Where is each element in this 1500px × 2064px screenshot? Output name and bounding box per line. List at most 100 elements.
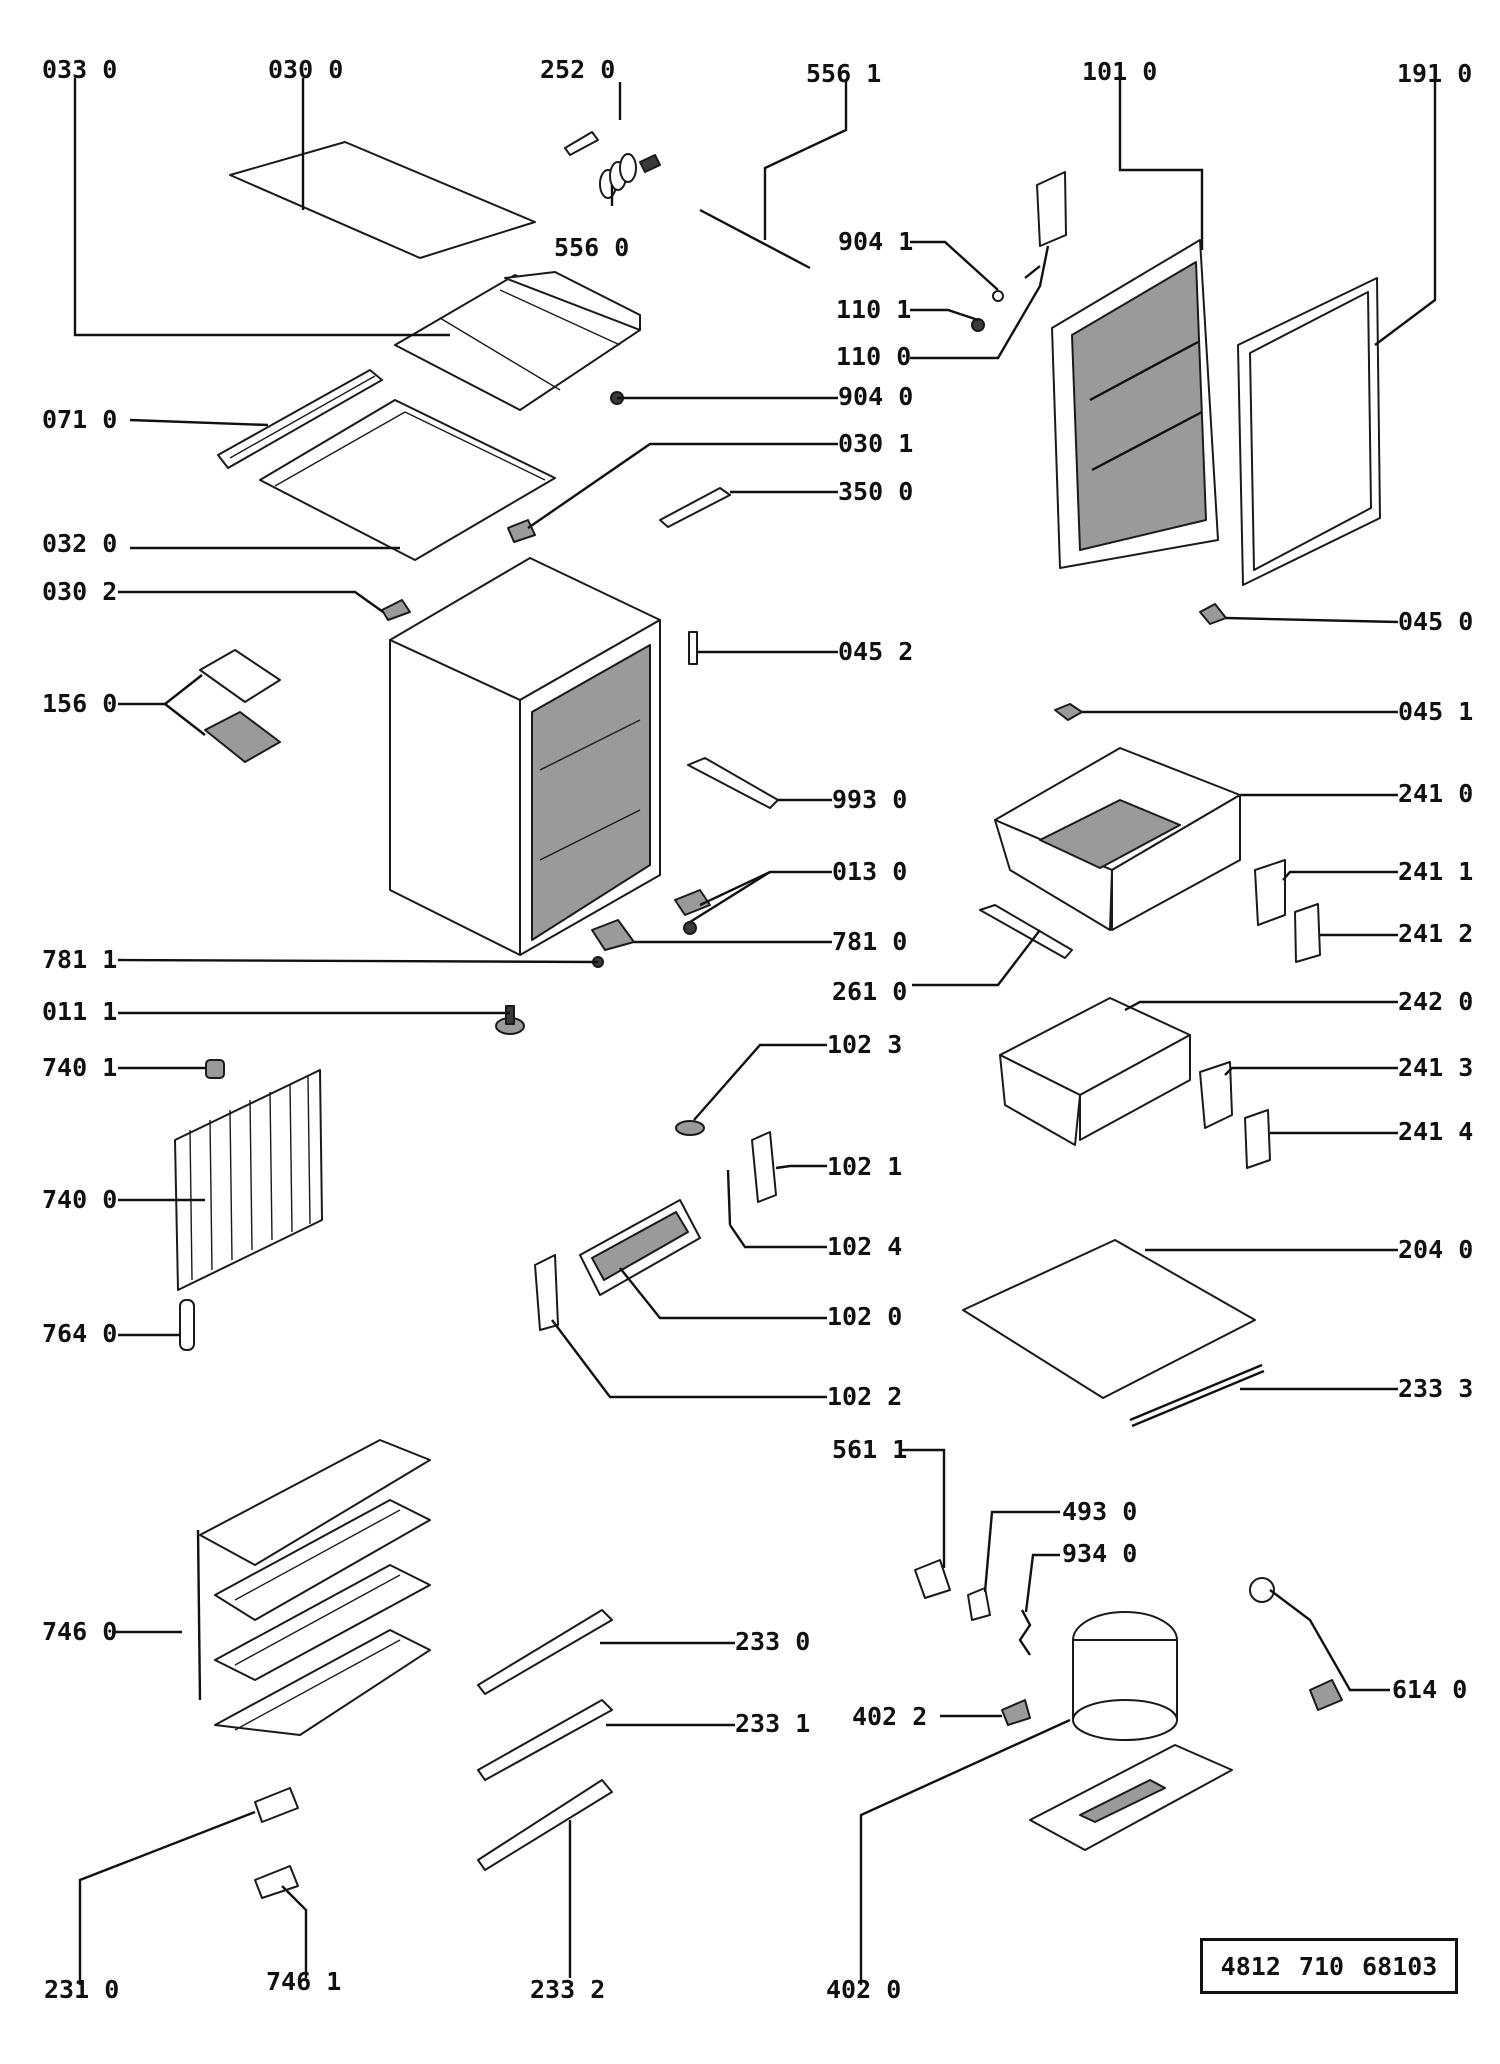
part-cabinet-body [389, 557, 661, 956]
part-label: 904 1 [838, 227, 913, 256]
reference-number-box: 4812 710 68103 [1200, 1938, 1458, 1994]
part-label: 261 0 [832, 977, 907, 1006]
part-rail-993-0 [687, 757, 779, 809]
part-rail-233-2 [477, 1779, 613, 1871]
part-compressor-plate [1029, 1744, 1233, 1851]
part-rail-233-1 [477, 1699, 613, 1781]
part-label: 030 1 [838, 429, 913, 458]
part-label: 402 2 [852, 1702, 927, 1731]
part-label: 032 0 [42, 529, 117, 558]
part-thermostat-knob [564, 131, 599, 156]
part-label: 350 0 [838, 477, 913, 506]
part-label: 233 0 [735, 1627, 810, 1656]
part-grill-strip [217, 369, 383, 469]
part-label: 045 2 [838, 637, 913, 666]
part-pin-045-2 [688, 631, 698, 665]
part-label: 110 0 [836, 342, 911, 371]
part-evaporator-rack [196, 1439, 431, 1736]
part-shelf-rod-102-4 [726, 1169, 732, 1226]
part-screw-110-1 [971, 318, 985, 332]
part-crisper-glass [962, 1239, 1256, 1399]
part-drawer-clip-241-2 [1294, 903, 1321, 963]
part-overload-614-0 [1249, 1577, 1343, 1711]
part-label: 030 2 [42, 577, 117, 606]
part-drawer-clip-241-3 [1199, 1061, 1233, 1129]
part-small-drawer [999, 997, 1191, 1146]
part-drawer-clip-241-1 [1254, 859, 1286, 926]
part-hinge-350-0 [659, 487, 731, 528]
part-label: 242 0 [1398, 987, 1473, 1016]
part-rail-233-0 [477, 1609, 613, 1695]
part-clip-231-0 [254, 1787, 299, 1823]
part-cap-740-1 [205, 1059, 225, 1079]
part-label: 045 0 [1398, 607, 1473, 636]
part-label: 241 3 [1398, 1053, 1473, 1082]
part-label: 102 1 [827, 1152, 902, 1181]
part-label: 740 0 [42, 1185, 117, 1214]
part-label: 740 1 [42, 1053, 117, 1082]
part-condenser [174, 1069, 323, 1291]
part-label: 934 0 [1062, 1539, 1137, 1568]
part-label: 241 2 [1398, 919, 1473, 948]
part-grommet-402-2 [1001, 1699, 1031, 1726]
part-door-panel [1051, 239, 1219, 569]
part-compressor [1072, 1611, 1178, 1741]
part-cover-781-0 [591, 919, 635, 951]
part-label: 156 0 [42, 689, 117, 718]
part-foot-011-1 [495, 1005, 525, 1035]
part-shelf-end-102-2 [534, 1254, 559, 1331]
part-label: 561 1 [832, 1435, 907, 1464]
part-door-gasket [1237, 277, 1381, 586]
part-label: 102 3 [827, 1030, 902, 1059]
ref-part-1: 4812 [1220, 1951, 1281, 1981]
part-sensor-rod [699, 208, 811, 270]
part-clip-746-1 [254, 1865, 299, 1899]
part-label: 233 2 [530, 1975, 605, 2004]
part-label: 764 0 [42, 1319, 117, 1348]
part-top-plate [229, 141, 536, 259]
part-label: 204 0 [1398, 1235, 1473, 1264]
part-door-hinge [1036, 171, 1067, 247]
part-label: 614 0 [1392, 1675, 1467, 1704]
part-thermostat-coil [599, 153, 661, 199]
part-label: 033 0 [42, 55, 117, 84]
part-label: 402 0 [826, 1975, 901, 2004]
part-wire-934-0 [1018, 1609, 1032, 1656]
part-drawer-clip-241-4 [1244, 1109, 1271, 1169]
part-relay-493-0 [967, 1587, 991, 1621]
part-ice-tray [199, 649, 281, 763]
part-label: 904 0 [838, 382, 913, 411]
part-label: 746 1 [266, 1967, 341, 1996]
part-label: 102 2 [827, 1382, 902, 1411]
part-door-shelf [579, 1199, 701, 1296]
part-label: 241 0 [1398, 779, 1473, 808]
part-bracket-045-1 [1054, 703, 1083, 721]
part-shelf-clip-102-3 [675, 1120, 705, 1136]
part-glass-shelf [259, 399, 556, 561]
part-screw-904-1 [992, 265, 1041, 302]
part-label: 102 4 [827, 1232, 902, 1261]
part-label: 045 1 [1398, 697, 1473, 726]
part-label: 781 0 [832, 927, 907, 956]
part-label: 746 0 [42, 1617, 117, 1646]
part-label: 110 1 [836, 295, 911, 324]
part-label: 013 0 [832, 857, 907, 886]
part-bracket-030-1 [507, 519, 536, 543]
part-label: 993 0 [832, 785, 907, 814]
leader-lines [73, 78, 1437, 1985]
part-label: 556 0 [554, 233, 629, 262]
part-label: 231 0 [44, 1975, 119, 2004]
part-strip-233-3 [1129, 1363, 1265, 1428]
ref-part-3: 68103 [1362, 1951, 1438, 1981]
part-label: 102 0 [827, 1302, 902, 1331]
part-label: 241 1 [1398, 857, 1473, 886]
part-crisper-drawer [994, 747, 1241, 931]
part-label: 556 1 [806, 59, 881, 88]
part-rail-261-0 [979, 904, 1073, 959]
part-drier [179, 1299, 195, 1351]
part-label: 233 3 [1398, 1374, 1473, 1403]
part-bracket-030-2 [381, 599, 411, 621]
part-label: 493 0 [1062, 1497, 1137, 1526]
